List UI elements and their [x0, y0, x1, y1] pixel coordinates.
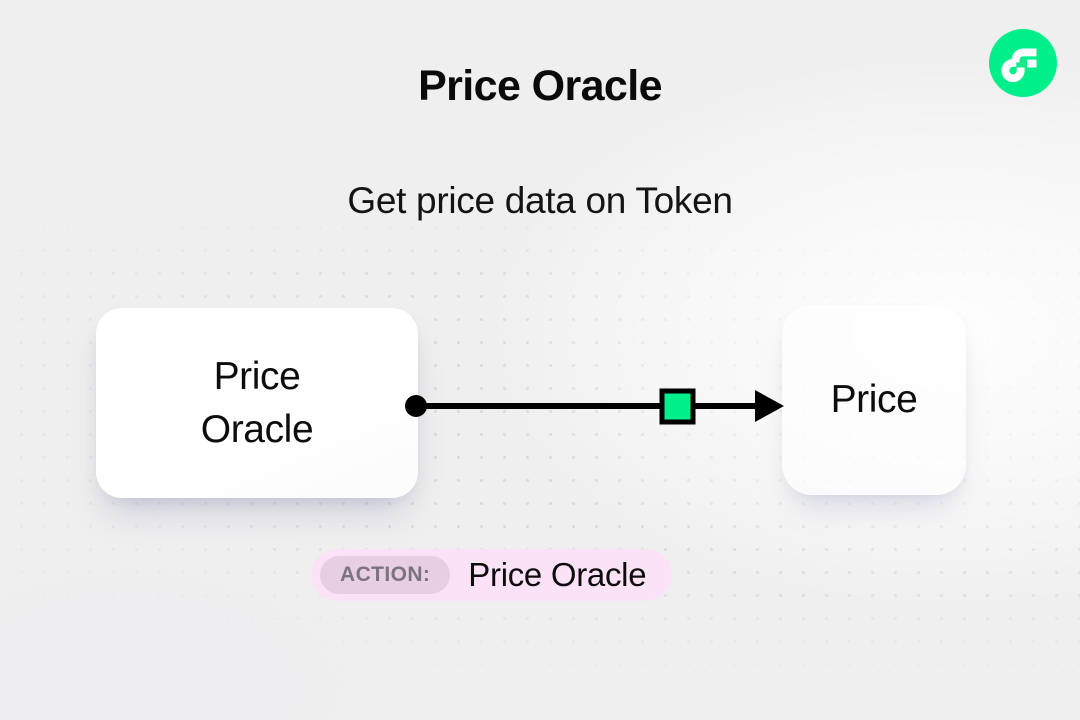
node-target-label: Price: [830, 378, 918, 422]
page-title: Price Oracle: [418, 62, 662, 110]
page-subtitle: Get price data on Token: [347, 180, 733, 221]
node-target-price[interactable]: Price: [782, 305, 966, 495]
flow-logo-icon: [989, 29, 1057, 97]
action-badge-chip: ACTION:: [320, 556, 451, 594]
node-source-label: Price Oracle: [200, 354, 314, 451]
action-badge-value: Price Oracle: [468, 556, 647, 593]
edge-connector: [400, 370, 800, 440]
edge-arrowhead-icon: [755, 390, 784, 422]
node-source-price-oracle[interactable]: Price Oracle: [96, 308, 418, 498]
action-badge[interactable]: ACTION: Price Oracle: [311, 549, 673, 601]
edge-marker-square[interactable]: [659, 388, 696, 425]
